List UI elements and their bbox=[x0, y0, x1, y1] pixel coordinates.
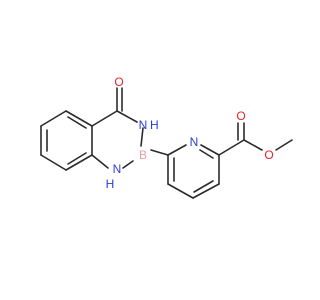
ester-ether-oxygen-label: O bbox=[264, 148, 273, 162]
molecule-structure: O N H B N H N O O bbox=[40, 75, 293, 199]
pyridine-nitrogen-label: N bbox=[190, 135, 199, 149]
ester-carbonyl-oxygen-label: O bbox=[236, 109, 245, 123]
carbonyl-oxygen-label: O bbox=[114, 75, 123, 89]
ring-nh-top-nitrogen-label: N bbox=[139, 118, 148, 132]
boron-label: B bbox=[139, 148, 147, 162]
pyridine-ring bbox=[150, 144, 220, 199]
methyl-ester bbox=[218, 122, 293, 156]
benzene-ring bbox=[40, 110, 93, 171]
diazaborine-ring bbox=[91, 87, 144, 169]
ring-nh-bottom-hydrogen-label: H bbox=[106, 177, 115, 191]
ring-nh-bottom-nitrogen-label: N bbox=[113, 162, 122, 176]
ring-nh-top-hydrogen-label: H bbox=[150, 118, 159, 132]
